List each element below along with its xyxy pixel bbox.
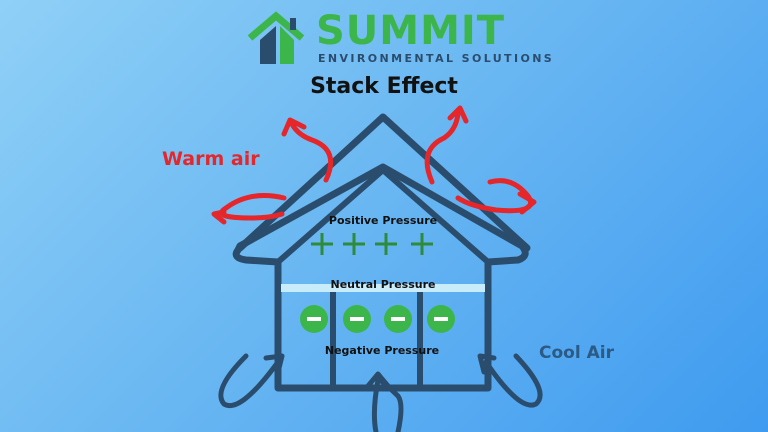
logo-wordmark: SUMMIT [316, 8, 506, 54]
negative-pressure-label: Negative Pressure [324, 344, 440, 357]
diagram-title: Stack Effect [310, 74, 458, 99]
summit-logo: SUMMIT ENVIRONMENTAL SOLUTIONS [246, 8, 552, 66]
positive-pressure-label: Positive Pressure [328, 214, 438, 227]
neutral-pressure-band [281, 284, 485, 292]
warm-arrow-right-head [517, 191, 537, 215]
neutral-pressure-label: Neutral Pressure [330, 278, 436, 291]
warm-arrow-top-left [289, 121, 334, 183]
minus-circle [384, 305, 412, 333]
cool-arrow-bottom-head [365, 371, 391, 389]
minus-circle [427, 305, 455, 333]
logo-tagline: ENVIRONMENTAL SOLUTIONS [318, 52, 555, 65]
warm-arrow-top-right-head [447, 105, 469, 124]
plus-sign [411, 233, 433, 255]
house-logo-icon [247, 11, 305, 64]
negative-symbols [300, 305, 455, 333]
cool-air-label: Cool Air [539, 343, 614, 363]
plus-sign [311, 233, 333, 255]
warm-arrow-left [219, 193, 287, 221]
warm-arrow-top-left-head [281, 117, 307, 137]
cool-arrow-right [483, 353, 543, 408]
minus-circle [300, 305, 328, 333]
plus-sign [375, 233, 397, 255]
positive-symbols [311, 233, 433, 255]
cool-arrow-left-head [263, 353, 285, 375]
minus-circle [343, 305, 371, 333]
house-inner-gable [276, 167, 490, 265]
cool-arrow-bottom-2 [371, 377, 381, 432]
warm-arrow-top-right [424, 111, 461, 185]
cool-arrow-right-head [477, 353, 497, 375]
cool-air-arrows [218, 353, 543, 432]
warm-air-arrows [211, 105, 537, 225]
plus-sign [343, 233, 365, 255]
cool-arrow-left [218, 353, 281, 408]
warm-arrow-left-head [211, 209, 227, 225]
warm-air-label: Warm air [162, 148, 260, 170]
